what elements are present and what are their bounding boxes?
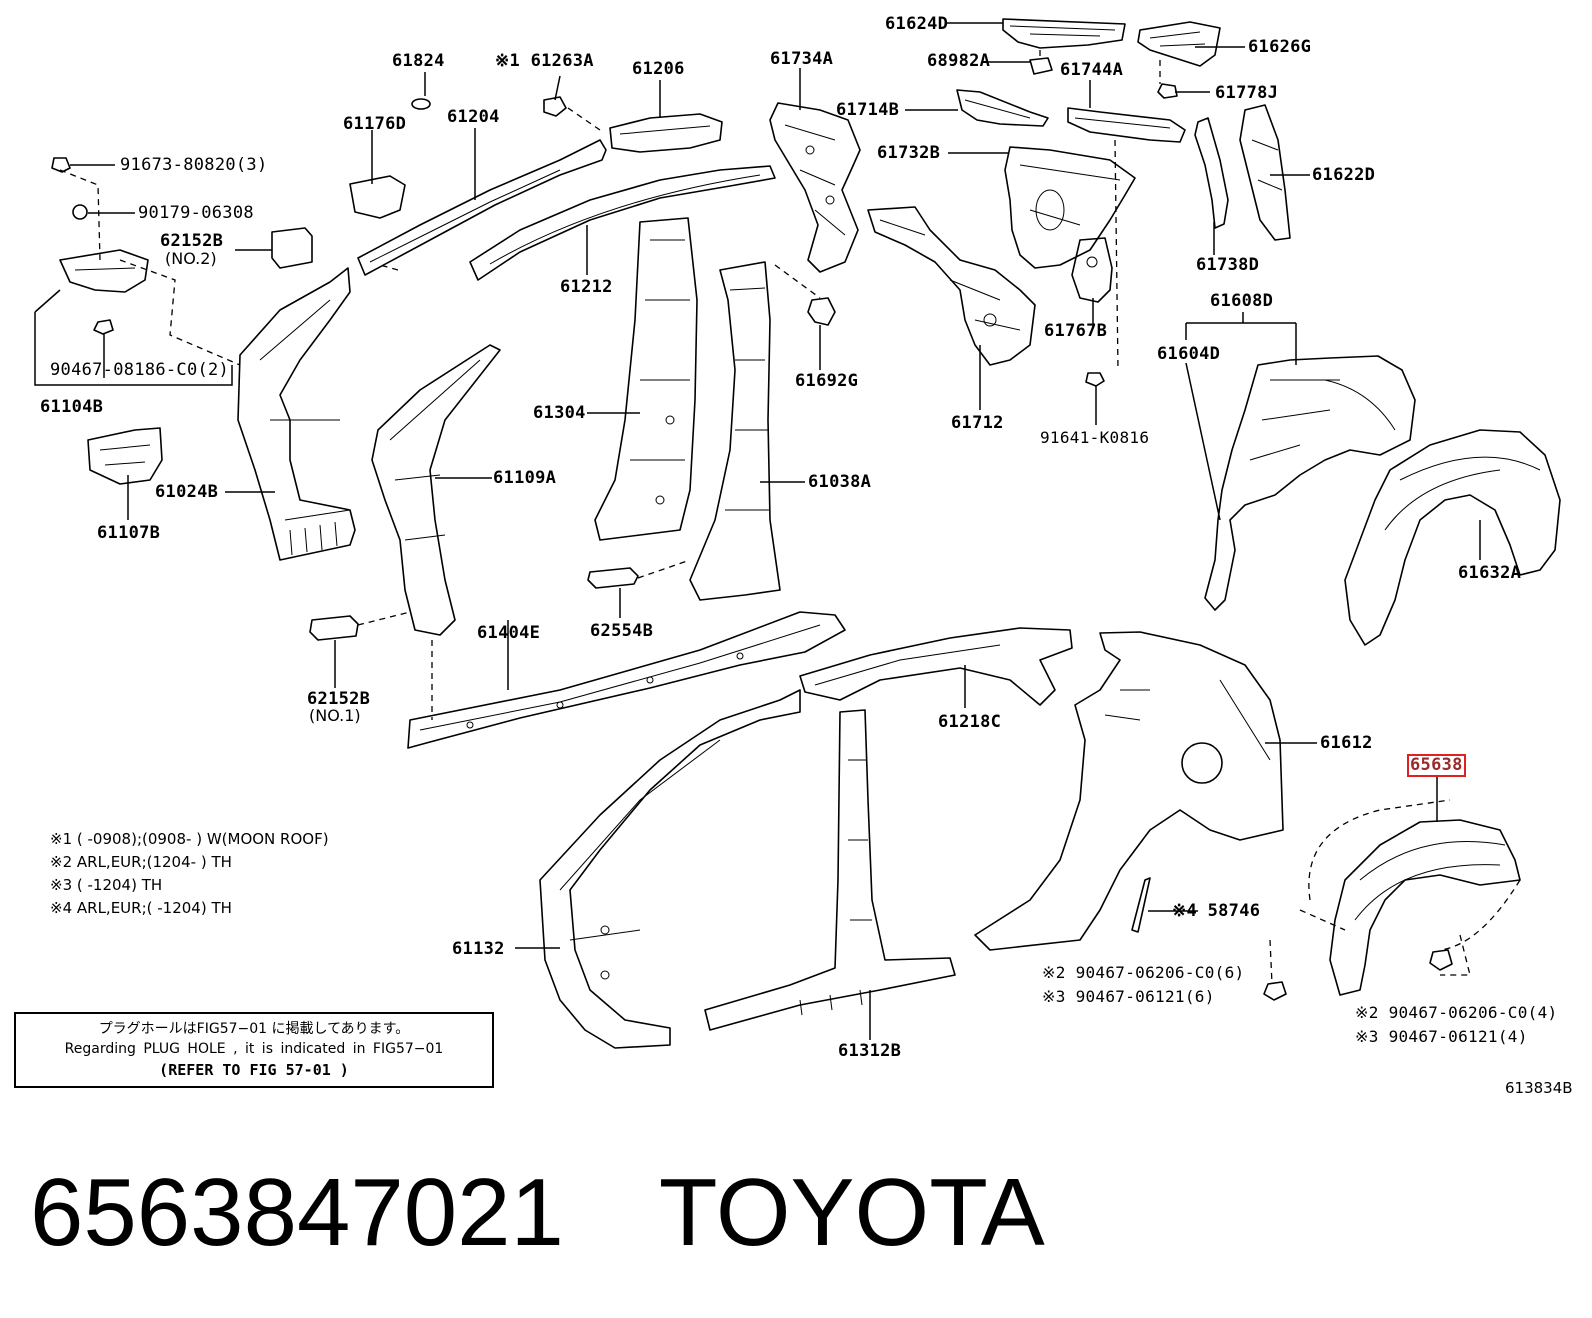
part-label-61738D[interactable]: 61738D bbox=[1196, 255, 1260, 275]
reference-line-refer[interactable]: (REFER TO FIG 57-01 ) bbox=[159, 1061, 349, 1079]
catalog-code: 613834B bbox=[1505, 1079, 1573, 1097]
part-label-62152B-no2[interactable]: 62152B bbox=[160, 231, 224, 251]
part-label-61734A[interactable]: 61734A bbox=[770, 49, 834, 69]
part-label-90467-06206-c0-4[interactable]: ※2 90467-06206-C0(4) bbox=[1355, 1003, 1558, 1022]
part-label-61632A[interactable]: 61632A bbox=[1458, 563, 1522, 583]
part-label-61038A[interactable]: 61038A bbox=[808, 472, 872, 492]
part-label-61692G[interactable]: 61692G bbox=[795, 371, 859, 391]
part-label-91673-80820[interactable]: 91673-80820(3) bbox=[120, 155, 268, 175]
part-label-61024B[interactable]: 61024B bbox=[155, 482, 219, 502]
part-label-58746[interactable]: ※4 58746 bbox=[1172, 901, 1261, 921]
part-label-91641-K0816[interactable]: 91641-K0816 bbox=[1040, 428, 1150, 447]
note-2: ※2 ARL,EUR;(1204- ) TH bbox=[50, 853, 232, 871]
part-label-62554B[interactable]: 62554B bbox=[590, 621, 654, 641]
part-label-90467-06121-4[interactable]: ※3 90467-06121(4) bbox=[1355, 1027, 1528, 1046]
part-label-61824[interactable]: 61824 bbox=[392, 51, 445, 71]
part-label-61263A[interactable]: ※1 61263A bbox=[495, 51, 594, 71]
part-label-61312B[interactable]: 61312B bbox=[838, 1041, 902, 1061]
part-label-90179-06308[interactable]: 90179-06308 bbox=[138, 203, 254, 223]
part-label-61622D[interactable]: 61622D bbox=[1312, 165, 1376, 185]
part-label-61744A[interactable]: 61744A bbox=[1060, 60, 1124, 80]
part-label-61176D[interactable]: 61176D bbox=[343, 114, 407, 134]
part-label-61778J[interactable]: 61778J bbox=[1215, 83, 1279, 103]
part-label-90467-08186[interactable]: 90467-08186-C0(2) bbox=[50, 360, 230, 380]
part-label-90467-06121-6[interactable]: ※3 90467-06121(6) bbox=[1042, 987, 1215, 1006]
part-label-61714B[interactable]: 61714B bbox=[836, 100, 900, 120]
note-3: ※3 ( -1204) TH bbox=[50, 876, 163, 894]
note-1: ※1 ( -0908);(0908- ) W(MOON ROOF) bbox=[50, 830, 329, 848]
diagram-drawing bbox=[34, 18, 1561, 1049]
part-sub-no2: (NO.2) bbox=[165, 249, 217, 268]
reference-line-english: Regarding PLUG HOLE , it is indicated in… bbox=[64, 1041, 444, 1057]
footer-caption: 6563847021 TOYOTA bbox=[30, 1158, 1140, 1268]
part-label-61604D[interactable]: 61604D bbox=[1157, 344, 1221, 364]
part-label-61767B[interactable]: 61767B bbox=[1044, 321, 1108, 341]
part-label-68982A[interactable]: 68982A bbox=[927, 51, 991, 71]
part-label-62152B-no1[interactable]: 62152B bbox=[307, 689, 371, 709]
part-label-61304[interactable]: 61304 bbox=[533, 403, 586, 423]
part-label-61206[interactable]: 61206 bbox=[632, 59, 685, 79]
part-label-61712[interactable]: 61712 bbox=[951, 413, 1004, 433]
part-label-90467-06206-c0-6[interactable]: ※2 90467-06206-C0(6) bbox=[1042, 963, 1245, 982]
part-label-61104B[interactable]: 61104B bbox=[40, 397, 104, 417]
part-label-61404E[interactable]: 61404E bbox=[477, 623, 541, 643]
part-label-61612[interactable]: 61612 bbox=[1320, 733, 1373, 753]
reference-box: プラグホールはFIG57−01 に掲載してあります。 Regarding PLU… bbox=[14, 1012, 494, 1088]
part-label-61212[interactable]: 61212 bbox=[560, 277, 613, 297]
part-label-65638-highlighted[interactable]: 65638 bbox=[1407, 754, 1466, 777]
part-label-61732B[interactable]: 61732B bbox=[877, 143, 941, 163]
part-label-61132[interactable]: 61132 bbox=[452, 939, 505, 959]
part-label-61608D[interactable]: 61608D bbox=[1210, 291, 1274, 311]
brand-name: TOYOTA bbox=[658, 1159, 1045, 1266]
part-sub-no1: (NO.1) bbox=[309, 706, 361, 725]
part-label-61218C[interactable]: 61218C bbox=[938, 712, 1002, 732]
part-label-61204[interactable]: 61204 bbox=[447, 107, 500, 127]
reference-line-japanese: プラグホールはFIG57−01 に掲載してあります。 bbox=[98, 1021, 410, 1037]
part-label-61109A[interactable]: 61109A bbox=[493, 468, 557, 488]
part-label-61626G[interactable]: 61626G bbox=[1248, 37, 1312, 57]
note-4: ※4 ARL,EUR;( -1204) TH bbox=[50, 899, 232, 917]
part-number: 6563847021 bbox=[30, 1159, 564, 1266]
parts-diagram: 61624D 61626G 68982A 61744A 61778J 61824… bbox=[14, 14, 1573, 1097]
part-label-61107B[interactable]: 61107B bbox=[97, 523, 161, 543]
part-label-61624D[interactable]: 61624D bbox=[885, 14, 949, 34]
